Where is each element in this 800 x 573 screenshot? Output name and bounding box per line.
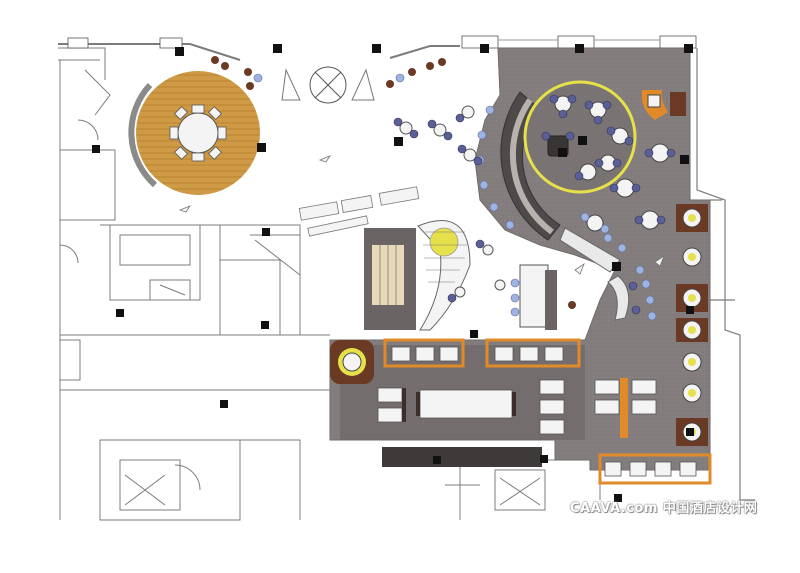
north-facade [58,35,697,61]
structural-column-icon [261,321,269,329]
structural-column-icon [558,148,567,157]
structural-column-icon [540,455,548,463]
structural-column-icon [680,155,689,164]
main-dining [330,338,712,485]
structural-column-icon [175,47,184,56]
structural-columns [92,44,694,502]
reception-counter [510,264,557,330]
structural-column-icon [575,44,584,53]
structural-column-icon [257,143,266,152]
structural-column-icon [686,428,694,436]
right-dining-tables [580,143,676,321]
lobby-seating [211,56,576,309]
structural-column-icon [686,306,694,314]
structural-column-icon [116,309,124,317]
round-private-dining [128,71,260,195]
corner-booth [641,90,686,120]
structural-column-icon [684,44,693,53]
structural-column-icon [372,44,381,53]
structural-column-icon [578,136,587,145]
structural-column-icon [220,400,228,408]
structural-column-icon [273,44,282,53]
lounge-bar [475,91,630,321]
structural-column-icon [394,137,403,146]
watermark: CAAVA.com 中国酒店设计网 [570,501,758,516]
structural-column-icon [262,228,270,236]
east-wall [696,48,755,501]
lobby-benches [178,155,665,275]
revolving-door-icon [281,66,375,104]
structural-column-icon [470,330,478,338]
structural-column-icon [92,145,100,153]
feature-stair [364,220,471,331]
structural-column-icon [614,494,622,502]
structural-column-icon [480,44,489,53]
structural-column-icon [612,262,621,271]
structural-column-icon [433,456,441,464]
